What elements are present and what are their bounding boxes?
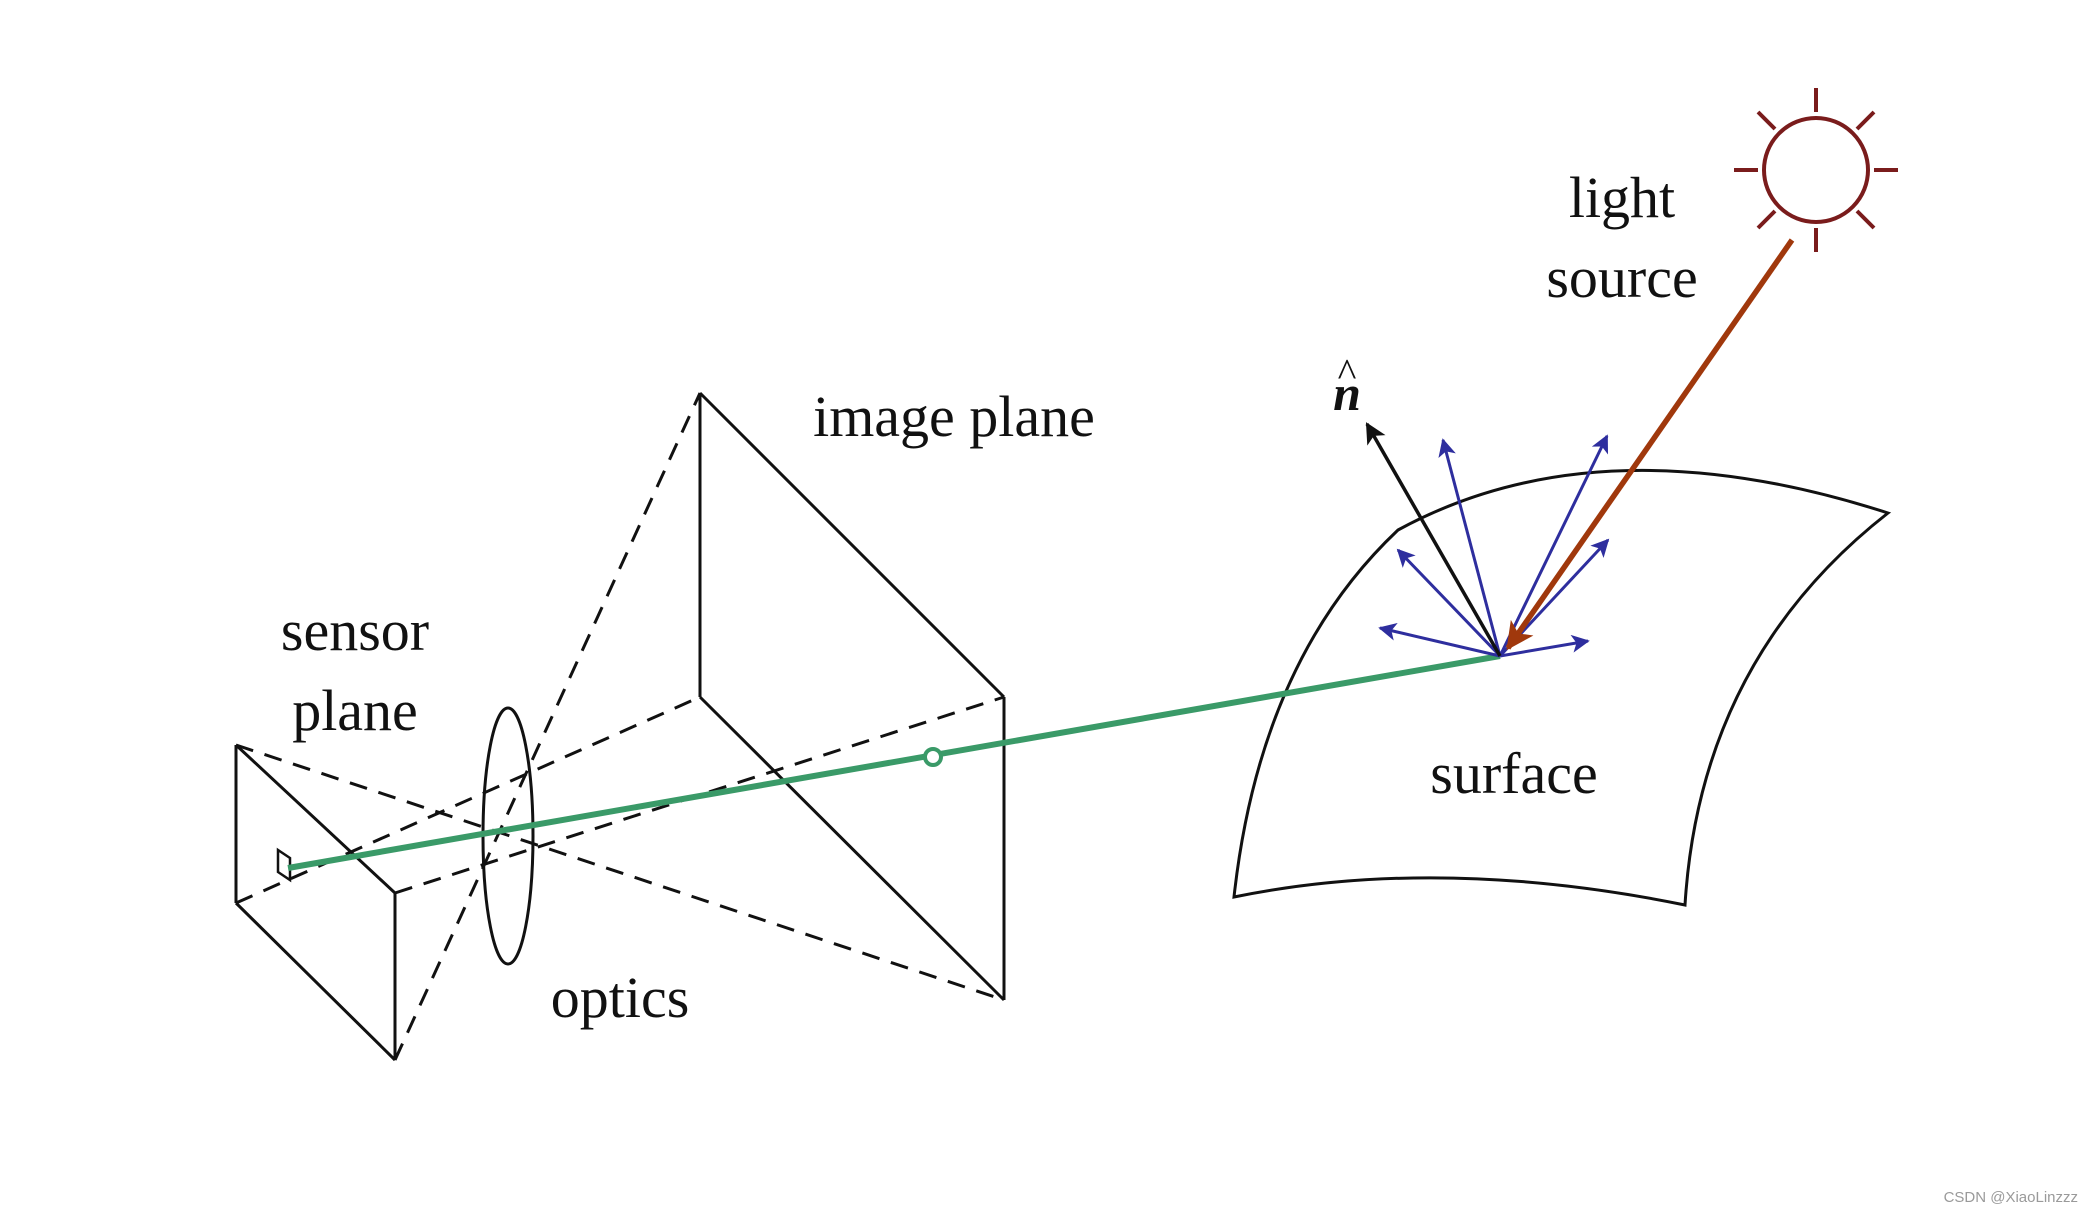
image-plane xyxy=(698,391,1006,1002)
surface-patch xyxy=(1232,468,1892,907)
image-plane-bottom-edge xyxy=(698,695,1006,1002)
sun-icon xyxy=(1734,88,1898,252)
dash-sensor-top-to-image-bottom xyxy=(235,743,1005,1002)
surface-label: surface xyxy=(1430,741,1597,806)
reflected-ray-4 xyxy=(1498,434,1609,657)
sun-ray-nw xyxy=(1756,110,1777,131)
normal-label: n xyxy=(1333,365,1361,421)
sensor-pixel xyxy=(276,847,292,883)
reflected-ray-1 xyxy=(1378,622,1501,658)
view-ray xyxy=(287,653,1501,871)
incident-light-ray xyxy=(1505,238,1795,651)
optics-label: optics xyxy=(551,965,690,1030)
sensor-bottom-edge xyxy=(234,901,397,1062)
projection-dashes xyxy=(235,392,1005,1061)
surface-normal-arrow xyxy=(1365,422,1502,657)
reflected-ray-2 xyxy=(1396,548,1502,658)
sun-ray-ne xyxy=(1855,110,1876,131)
reflected-rays xyxy=(1378,434,1610,658)
image-plane-label: image plane xyxy=(813,384,1095,449)
sun-ray-sw xyxy=(1756,209,1777,230)
dash-sensor-right-to-image-right xyxy=(394,695,1005,895)
light-source-label-line2: source xyxy=(1546,245,1697,310)
image-plane-top-edge xyxy=(698,391,1006,699)
image-point xyxy=(923,747,943,767)
sun-ray-se xyxy=(1855,209,1876,230)
sun-disc xyxy=(1762,116,1870,224)
light-source-label-line1: light xyxy=(1569,165,1675,230)
normal-hat: ^ xyxy=(1338,350,1357,395)
dash-sensor-bottom-to-image-inner xyxy=(235,695,701,905)
sensor-plane-label-line2: plane xyxy=(292,678,418,743)
view-ray-line xyxy=(287,653,1501,871)
sensor-plane-label-line1: sensor xyxy=(281,598,429,663)
reflected-ray-6 xyxy=(1499,634,1590,658)
sensor-top-edge xyxy=(234,743,397,895)
sensor-plane xyxy=(234,743,397,1062)
reflected-ray-3 xyxy=(1438,438,1502,657)
dash-sensor-corner-to-image-top xyxy=(393,392,702,1061)
watermark: CSDN @XiaoLinzzz xyxy=(1944,1189,2078,1206)
